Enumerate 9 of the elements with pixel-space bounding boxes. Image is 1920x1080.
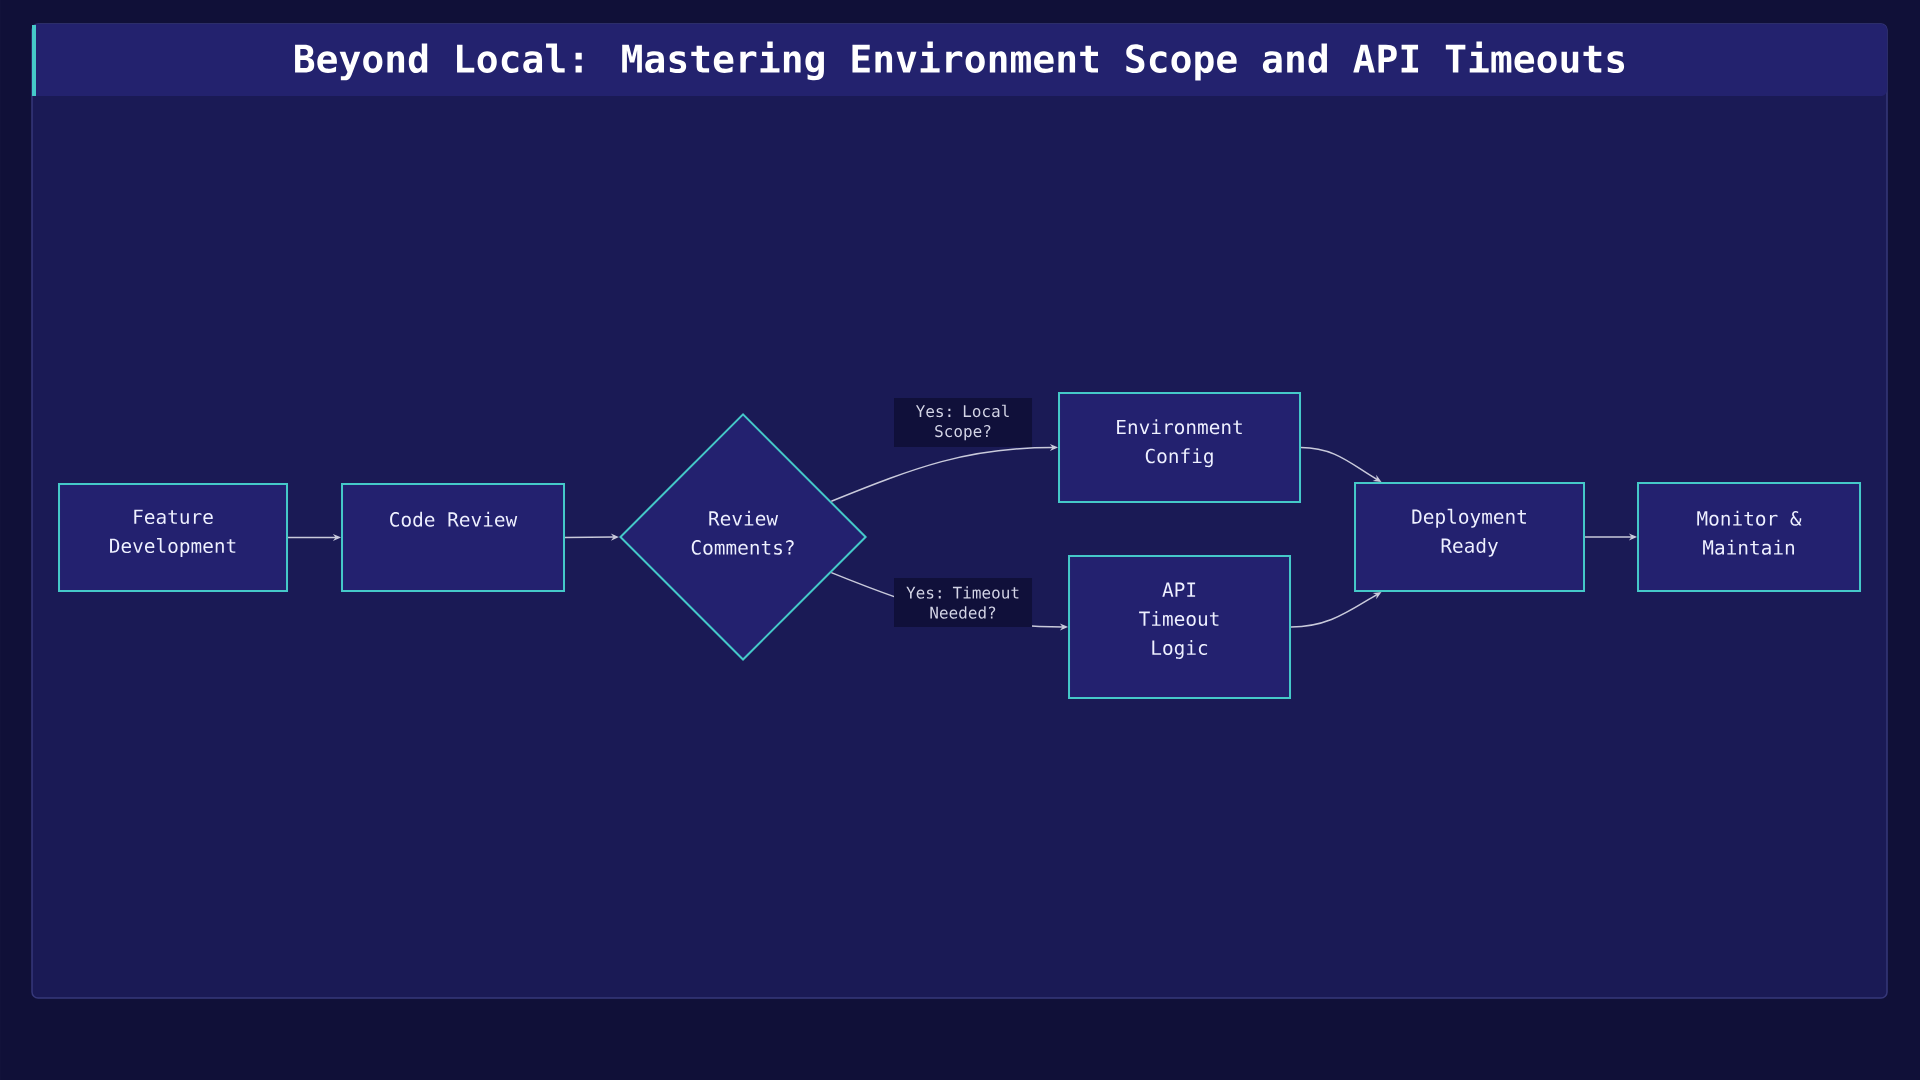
- edge-label: Yes: Local Scope?: [894, 398, 1032, 447]
- process-box: Environment Config: [1058, 392, 1301, 503]
- process-box: Feature Development: [58, 483, 288, 592]
- title: Beyond Local: Mastering Environment Scope and API Timeouts: [295, 41, 1625, 81]
- process-box: Code Review: [341, 483, 565, 592]
- process-box: API Timeout Logic: [1068, 555, 1291, 699]
- process-box: Monitor & Maintain: [1637, 482, 1861, 592]
- edge-label: Yes: Timeout Needed?: [894, 578, 1032, 627]
- process-box: Deployment Ready: [1354, 482, 1585, 592]
